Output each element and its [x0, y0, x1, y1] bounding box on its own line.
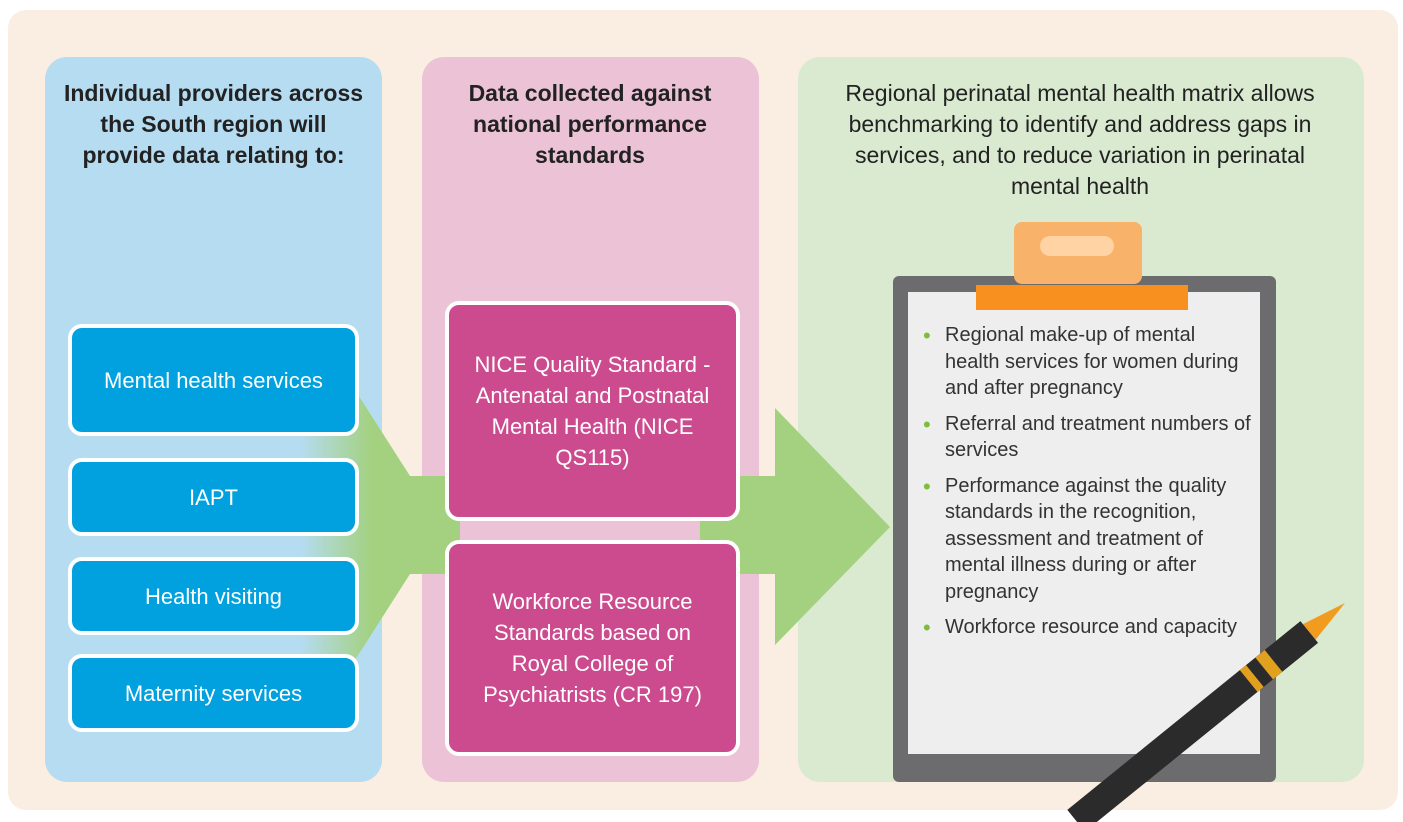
- standard-label: NICE Quality Standard - Antenatal and Po…: [474, 352, 711, 470]
- list-item: •Regional make-up of mental health servi…: [923, 323, 1239, 399]
- matrix-bullet-list: •Regional make-up of mental health servi…: [923, 322, 1253, 650]
- provider-box: IAPT: [68, 458, 359, 536]
- provider-box: Health visiting: [68, 557, 359, 635]
- provider-label: IAPT: [189, 484, 238, 510]
- main-arrow: [700, 408, 890, 645]
- provider-box: Maternity services: [68, 654, 359, 732]
- bullet-text: Workforce resource and capacity: [945, 616, 1237, 638]
- list-item: •Referral and treatment numbers of servi…: [923, 411, 1251, 462]
- pen-band: [1255, 650, 1283, 680]
- pen-tip: [1302, 603, 1345, 640]
- clipboard-clip-hole: [1040, 236, 1114, 256]
- list-item: •Workforce resource and capacity: [923, 615, 1237, 640]
- bullet-text: Regional make-up of mental health servic…: [945, 324, 1239, 399]
- bullet-text: Performance against the quality standard…: [945, 474, 1227, 603]
- list-item: •Performance against the quality standar…: [923, 473, 1227, 603]
- clipboard-clip-base: [976, 285, 1188, 310]
- clipboard-paper: [908, 292, 1260, 754]
- matrix-heading: Regional perinatal mental health matrix …: [845, 80, 1315, 199]
- pen-band: [1239, 665, 1264, 692]
- bullet-text: Referral and treatment numbers of servic…: [945, 412, 1251, 462]
- pen-barrel: [1067, 621, 1319, 822]
- standard-box: Workforce Resource Standards based on Ro…: [445, 540, 740, 756]
- providers-heading: Individual providers across the South re…: [63, 80, 364, 168]
- provider-label: Health visiting: [145, 583, 282, 609]
- standards-heading: Data collected against national performa…: [468, 80, 712, 168]
- standard-label: Workforce Resource Standards based on Ro…: [483, 589, 702, 707]
- provider-label: Mental health services: [104, 367, 323, 393]
- standard-box: NICE Quality Standard - Antenatal and Po…: [445, 301, 740, 521]
- provider-box: Mental health services: [68, 324, 359, 436]
- provider-label: Maternity services: [124, 680, 303, 706]
